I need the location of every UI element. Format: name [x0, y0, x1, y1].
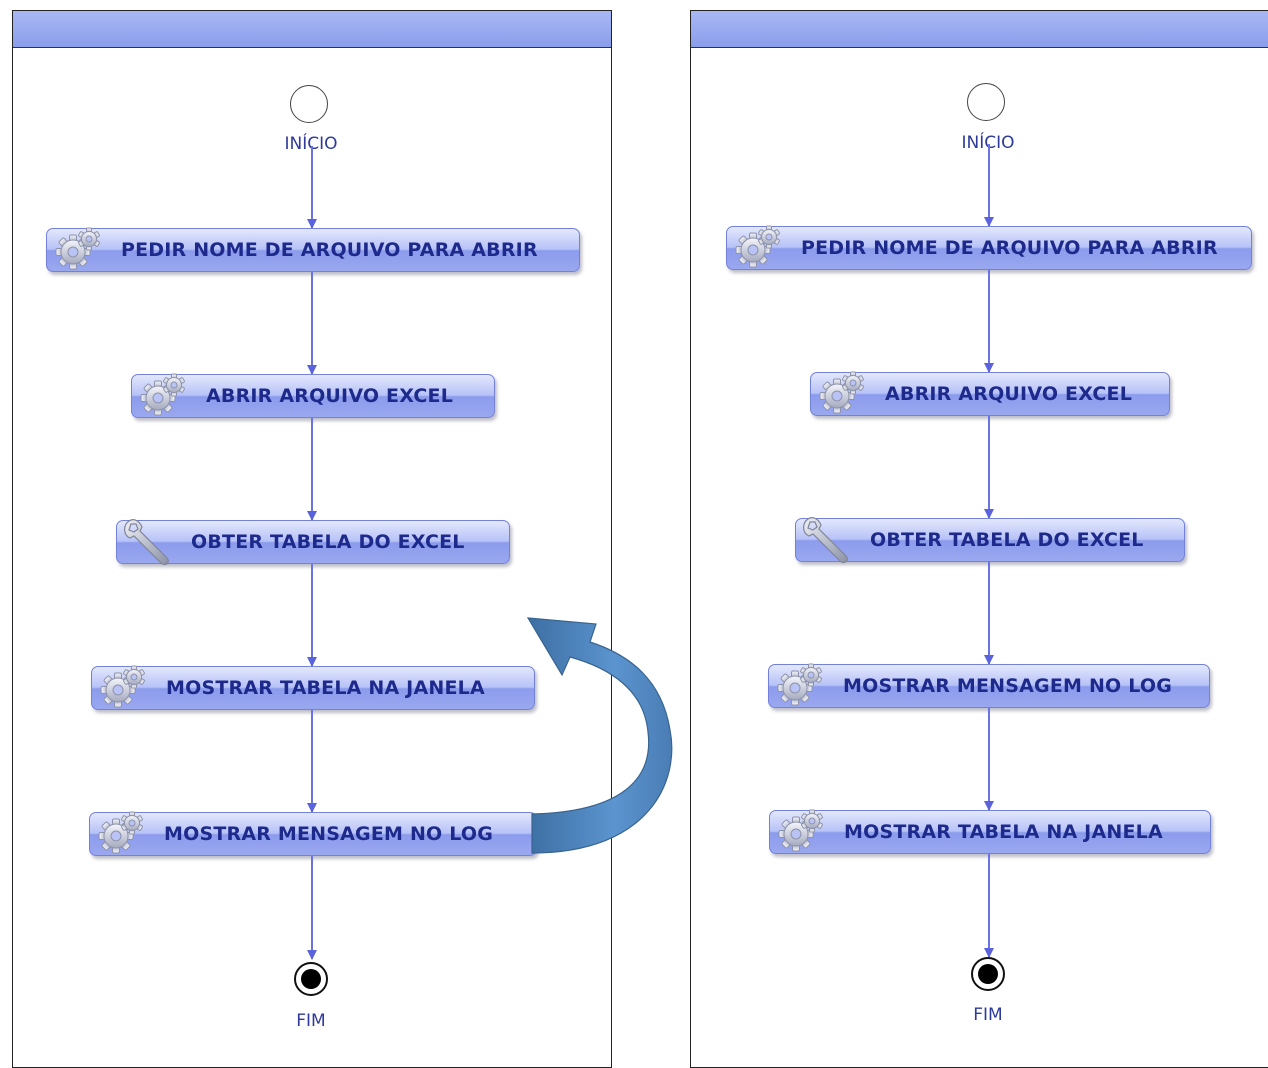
action-label: OBTER TABELA DO EXCEL: [191, 531, 465, 553]
action-label: OBTER TABELA DO EXCEL: [870, 529, 1144, 551]
action-show-log-message[interactable]: MOSTRAR MENSAGEM NO LOG: [768, 663, 1210, 708]
action-label: PEDIR NOME DE ARQUIVO PARA ABRIR: [121, 239, 538, 261]
action-request-filename[interactable]: PEDIR NOME DE ARQUIVO PARA ABRIR: [46, 227, 580, 272]
wrench-icon: [121, 515, 175, 569]
action-request-filename[interactable]: PEDIR NOME DE ARQUIVO PARA ABRIR: [726, 225, 1252, 270]
gear-icon: [51, 223, 105, 277]
flow-edge: [983, 144, 994, 227]
left-diagram-panel: INÍCIO PEDIR NOME DE ARQUIVO PARA ABRIR: [12, 10, 612, 1068]
flow-edge: [306, 272, 317, 375]
flow-edge: [306, 418, 317, 521]
action-show-table-in-window[interactable]: MOSTRAR TABELA NA JANELA: [91, 665, 535, 710]
start-node[interactable]: [290, 85, 328, 123]
action-get-excel-table[interactable]: OBTER TABELA DO EXCEL: [795, 517, 1185, 564]
reorder-arrow: [526, 617, 673, 854]
action-label: MOSTRAR MENSAGEM NO LOG: [164, 823, 494, 845]
wrench-icon: [800, 513, 854, 567]
action-open-excel[interactable]: ABRIR ARQUIVO EXCEL: [810, 371, 1170, 416]
action-label: MOSTRAR MENSAGEM NO LOG: [843, 675, 1173, 697]
start-label: INÍCIO: [961, 133, 1015, 153]
flow-edge: [983, 562, 994, 665]
action-label: ABRIR ARQUIVO EXCEL: [885, 383, 1133, 405]
action-label: PEDIR NOME DE ARQUIVO PARA ABRIR: [801, 237, 1218, 259]
gear-icon: [815, 367, 869, 421]
action-get-excel-table[interactable]: OBTER TABELA DO EXCEL: [116, 519, 510, 566]
action-show-log-message[interactable]: MOSTRAR MENSAGEM NO LOG: [89, 811, 537, 856]
left-panel-header: [13, 11, 611, 48]
flow-edge: [306, 564, 317, 667]
flow-edge: [983, 416, 994, 519]
action-open-excel[interactable]: ABRIR ARQUIVO EXCEL: [131, 373, 495, 418]
right-diagram-panel: INÍCIO PEDIR NOME DE ARQUIVO PARA ABRIR: [690, 10, 1268, 1068]
action-show-table-in-window[interactable]: MOSTRAR TABELA NA JANELA: [769, 809, 1211, 854]
flow-edge: [306, 146, 317, 229]
gear-icon: [773, 659, 827, 713]
flow-edge: [983, 708, 994, 811]
gear-icon: [136, 369, 190, 423]
flow-edge: [983, 270, 994, 373]
start-node[interactable]: [967, 83, 1005, 121]
end-label: FIM: [973, 1005, 1003, 1025]
action-label: MOSTRAR TABELA NA JANELA: [844, 821, 1163, 843]
gear-icon: [731, 221, 785, 275]
end-node[interactable]: [294, 962, 328, 996]
end-node[interactable]: [971, 957, 1005, 991]
flow-edge: [306, 856, 317, 960]
flow-edge: [983, 854, 994, 958]
start-label: INÍCIO: [284, 134, 338, 154]
gear-icon: [94, 807, 148, 861]
end-label: FIM: [296, 1011, 326, 1031]
gear-icon: [96, 661, 150, 715]
action-label: MOSTRAR TABELA NA JANELA: [166, 677, 485, 699]
right-panel-header: [691, 11, 1268, 48]
action-label: ABRIR ARQUIVO EXCEL: [206, 385, 454, 407]
gear-icon: [774, 805, 828, 859]
flow-edge: [306, 710, 317, 813]
